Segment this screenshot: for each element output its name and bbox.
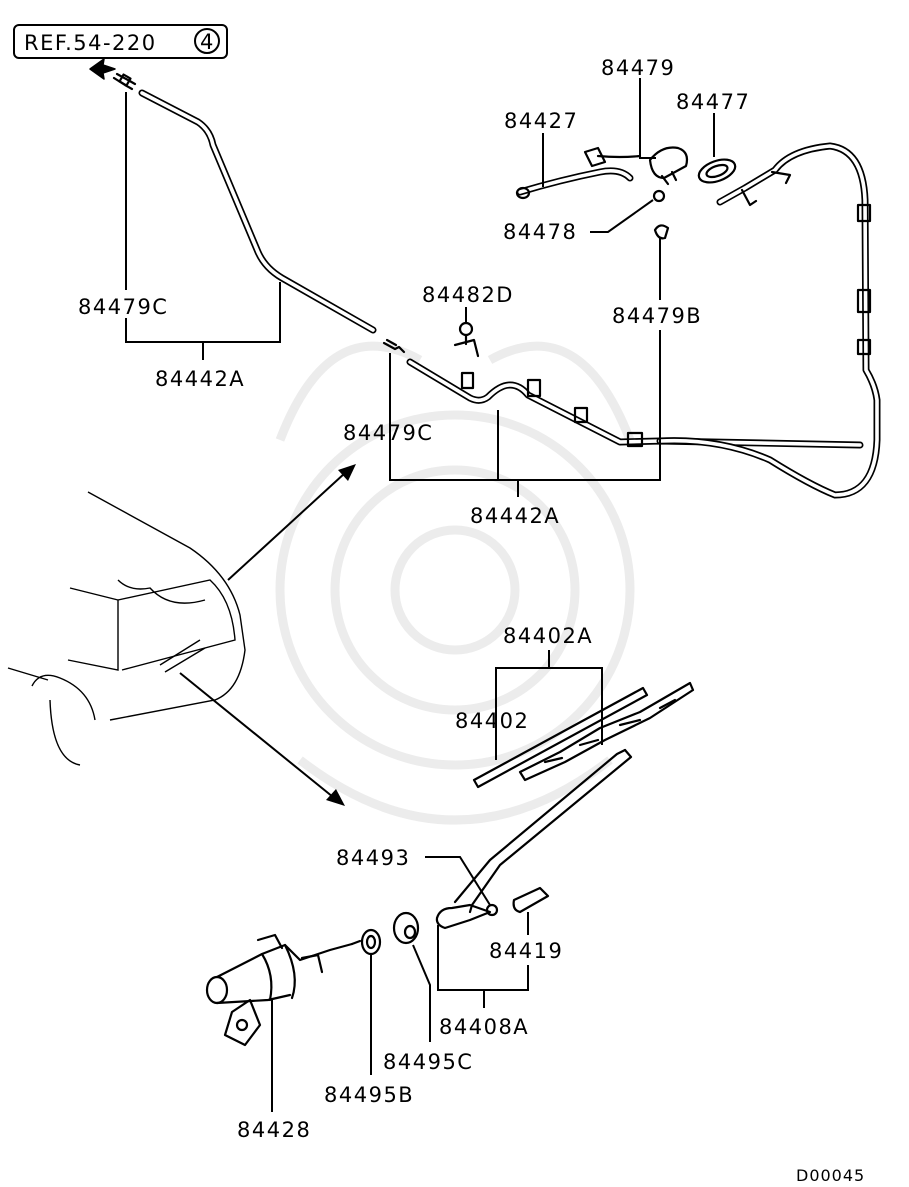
label-84442A-mid[interactable]: 84442A xyxy=(470,504,560,528)
label-84478[interactable]: 84478 xyxy=(503,220,577,244)
circled-number-icon xyxy=(194,28,220,54)
leader-lines xyxy=(125,78,715,1112)
washer-hose-middle[interactable] xyxy=(382,338,864,449)
nut-84478[interactable] xyxy=(652,189,666,203)
reference-circled-number: 4 xyxy=(200,30,215,54)
label-84402A[interactable]: 84402A xyxy=(503,624,593,648)
label-84442A-top[interactable]: 84442A xyxy=(155,367,245,391)
label-84479C-mid[interactable]: 84479C xyxy=(343,421,433,445)
washer-hose-upper[interactable] xyxy=(138,89,377,334)
label-84479C-top[interactable]: 84479C xyxy=(78,295,168,319)
label-84419[interactable]: 84419 xyxy=(489,939,563,963)
label-84482D[interactable]: 84482D xyxy=(422,283,514,307)
wiper-arm-84408A[interactable] xyxy=(435,748,633,930)
clip-84482D[interactable] xyxy=(453,321,480,358)
diagram-id: D00045 xyxy=(796,1166,865,1185)
arrow-left-icon xyxy=(89,58,116,80)
hose-end-connector-top xyxy=(112,72,137,91)
label-84479B[interactable]: 84479B xyxy=(612,304,702,328)
pointer-arrow-upper xyxy=(227,464,356,581)
check-valve-84479B[interactable] xyxy=(653,224,670,240)
washer-nozzle-84479[interactable] xyxy=(648,146,689,186)
label-84495C[interactable]: 84495C xyxy=(383,1050,473,1074)
grommet-84477[interactable] xyxy=(696,155,739,187)
label-84493[interactable]: 84493 xyxy=(336,846,410,870)
wiper-blade-assembly-84402A[interactable] xyxy=(518,681,695,782)
nozzle-hose-84427[interactable] xyxy=(515,146,642,200)
label-84427[interactable]: 84427 xyxy=(504,109,578,133)
label-84402[interactable]: 84402 xyxy=(455,709,529,733)
label-84479[interactable]: 84479 xyxy=(601,56,675,80)
vehicle-rear-outline xyxy=(7,491,246,766)
label-84495B[interactable]: 84495B xyxy=(324,1083,414,1107)
watermark-emblem xyxy=(275,341,635,825)
part-labels: 84479 84477 84427 84478 84479C 84442A 84… xyxy=(78,56,750,1142)
label-84428[interactable]: 84428 xyxy=(237,1118,311,1142)
washer-hose-right-loop[interactable] xyxy=(656,142,881,499)
pointer-arrow-lower xyxy=(179,672,345,806)
cap-84495C[interactable] xyxy=(392,911,420,945)
arm-cover-84419[interactable] xyxy=(512,886,550,914)
wiper-motor-84428[interactable] xyxy=(205,933,362,1047)
label-84408A[interactable]: 84408A xyxy=(439,1015,529,1039)
seal-84495B[interactable] xyxy=(360,928,382,956)
wiper-blade-rubber-84402[interactable] xyxy=(472,686,649,789)
label-84477[interactable]: 84477 xyxy=(676,90,750,114)
reference-text: REF.54-220 xyxy=(24,31,157,55)
reference-box[interactable]: REF.54-220 4 xyxy=(13,24,228,59)
